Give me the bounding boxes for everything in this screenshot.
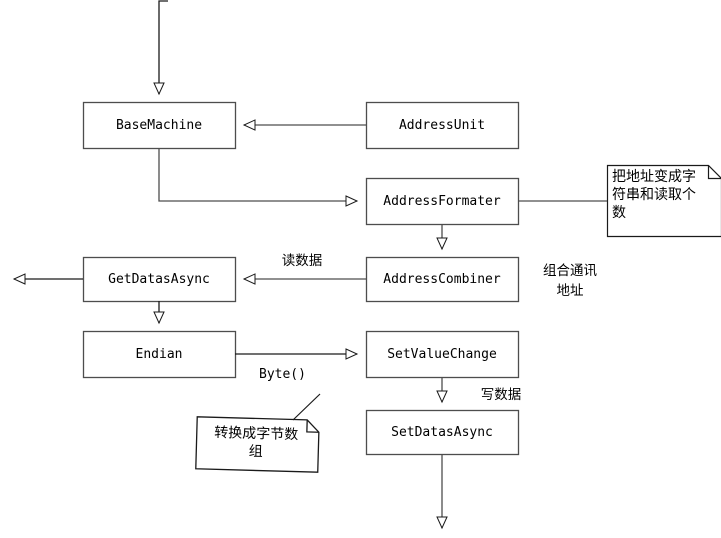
node-label-set-datas-async: SetDatasAsync [391,425,493,440]
note-address-string-shape[interactable] [606,164,721,238]
note-address-string-text: 把地址变成字 符串和读取个 数 [612,168,720,222]
edge-label-byte: Byte() [259,367,306,382]
node-label-address-unit: AddressUnit [398,118,486,133]
box-endian[interactable] [82,330,237,379]
box-get-datas-async[interactable] [82,256,237,303]
note-byte-array-shape[interactable] [195,416,320,473]
note-byte-array-line-2: 组 [248,443,263,461]
note-address-string-line-3: 数 [612,205,626,221]
note-address-string-line-2: 符串和读取个 [612,187,696,203]
node-label-set-value-change: SetValueChange [387,347,497,362]
note-byte-array-leader [292,393,321,421]
edge-label-combine-address-line-2: 地址 [556,283,584,299]
edge-label-combine-address-line-1: 组合通讯 [543,263,597,279]
node-label-address-combiner: AddressCombiner [383,272,501,287]
edge-base-machine-to-address-formater [158,148,359,207]
box-address-unit[interactable] [365,101,520,150]
node-label-endian: Endian [135,347,183,362]
box-address-combiner[interactable] [365,256,520,303]
edge-label-write-data: 写数据 [480,387,522,403]
edges [12,0,607,530]
node-label-base-machine: BaseMachine [115,118,203,133]
note-byte-array-fold [306,419,319,433]
edge-in-to-base-machine [153,0,168,96]
node-boxes [82,101,520,456]
box-base-machine[interactable] [82,101,237,150]
note-byte-array-line-1: 转换成字节数 [214,424,299,444]
note-address-string-line-1: 把地址变成字 [612,169,696,185]
node-label-get-datas-async: GetDatasAsync [108,272,210,287]
note-address-string-fold [707,165,721,180]
box-set-datas-async[interactable] [365,409,520,456]
edge-label-combine-address: 组合通讯 地址 [533,259,607,299]
edge-label-read-data: 读数据 [281,253,323,269]
node-label-address-formater: AddressFormater [383,194,501,209]
note-byte-array-text: 转换成字节数 组 [200,423,313,462]
note-shapes [195,164,721,473]
box-address-formater[interactable] [365,177,520,226]
